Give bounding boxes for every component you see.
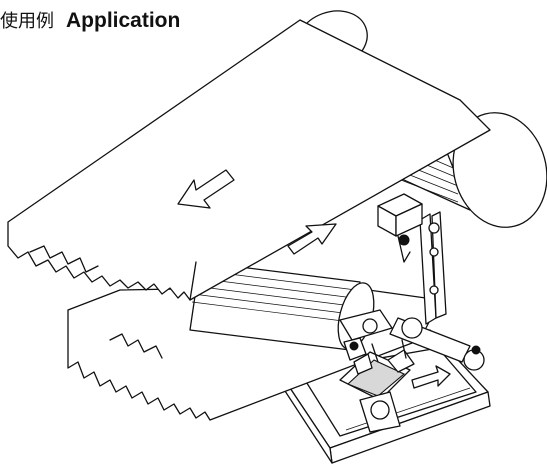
arrow-left (177, 169, 235, 209)
arrow-up-right (287, 223, 337, 255)
page-title: 使用例 Application (0, 6, 180, 36)
clamp-mechanism (339, 309, 485, 433)
title-japanese: 使用例 (0, 11, 54, 32)
upper-sheet (7, 19, 491, 301)
sensor-post (377, 193, 447, 325)
title-english: Application (66, 9, 181, 32)
